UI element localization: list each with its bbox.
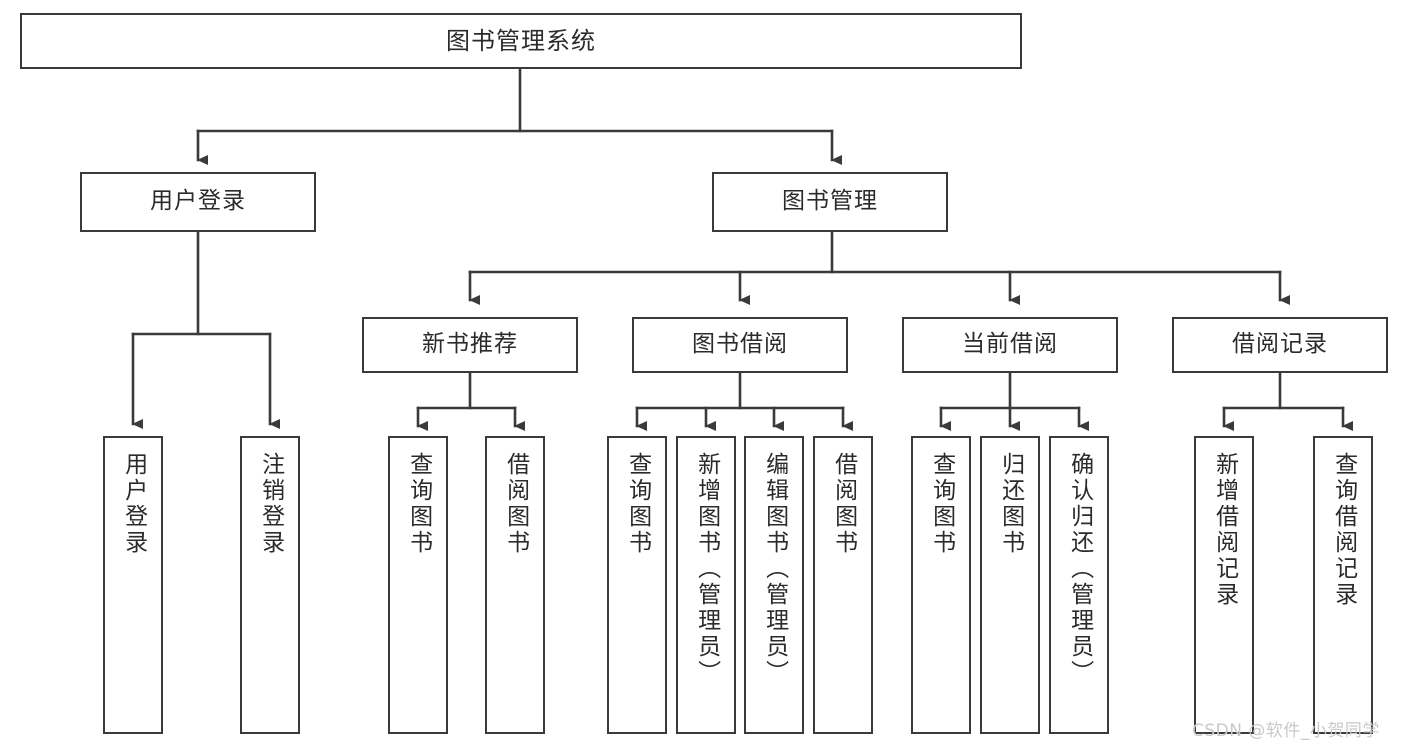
leaf-new-book-query-book-label: 查询图书 xyxy=(405,452,432,556)
node-borrow-record-label: 借阅记录 xyxy=(1232,331,1328,358)
leaf-current-borrow-query-book[interactable]: 查询图书 xyxy=(911,436,971,734)
leaf-book-borrow-borrow-book-label: 借阅图书 xyxy=(830,452,857,556)
leaf-borrow-record-add-record-label: 新增借阅记录 xyxy=(1211,452,1238,608)
csdn-watermark: CSDN @软件_小贺同学 xyxy=(1192,721,1380,741)
leaf-new-book-borrow-book[interactable]: 借阅图书 xyxy=(485,436,545,734)
leaf-new-book-borrow-book-label: 借阅图书 xyxy=(502,452,529,556)
leaf-current-borrow-return-book[interactable]: 归还图书 xyxy=(980,436,1040,734)
node-book-borrow[interactable]: 图书借阅 xyxy=(632,317,848,373)
leaf-book-borrow-query-book[interactable]: 查询图书 xyxy=(607,436,667,734)
leaf-borrow-record-query-record-label: 查询借阅记录 xyxy=(1330,452,1357,608)
node-book-management-label: 图书管理 xyxy=(782,188,878,215)
leaf-book-borrow-add-book-label: 新增图书（管理员） xyxy=(693,452,720,686)
leaf-book-borrow-edit-book[interactable]: 编辑图书（管理员） xyxy=(744,436,804,734)
leaf-current-borrow-confirm-return[interactable]: 确认归还（管理员） xyxy=(1049,436,1109,734)
leaf-user-login-logout-label: 注销登录 xyxy=(257,452,284,556)
node-book-borrow-label: 图书借阅 xyxy=(692,331,788,358)
leaf-new-book-query-book[interactable]: 查询图书 xyxy=(388,436,448,734)
node-new-book-recommendation[interactable]: 新书推荐 xyxy=(362,317,578,373)
node-root-book-management-system[interactable]: 图书管理系统 xyxy=(20,13,1022,69)
leaf-user-login-logout[interactable]: 注销登录 xyxy=(240,436,300,734)
leaf-current-borrow-confirm-return-label: 确认归还（管理员） xyxy=(1066,452,1093,686)
node-current-borrow[interactable]: 当前借阅 xyxy=(902,317,1118,373)
leaf-current-borrow-return-book-label: 归还图书 xyxy=(997,452,1024,556)
node-user-login-label: 用户登录 xyxy=(150,188,246,215)
leaf-book-borrow-borrow-book[interactable]: 借阅图书 xyxy=(813,436,873,734)
node-current-borrow-label: 当前借阅 xyxy=(962,331,1058,358)
node-user-login[interactable]: 用户登录 xyxy=(80,172,316,232)
leaf-user-login-login-label: 用户登录 xyxy=(120,452,147,556)
leaf-borrow-record-add-record[interactable]: 新增借阅记录 xyxy=(1194,436,1254,734)
node-new-book-recommendation-label: 新书推荐 xyxy=(422,331,518,358)
leaf-book-borrow-add-book[interactable]: 新增图书（管理员） xyxy=(676,436,736,734)
node-root-label: 图书管理系统 xyxy=(446,26,596,55)
leaf-user-login-login[interactable]: 用户登录 xyxy=(103,436,163,734)
leaf-book-borrow-edit-book-label: 编辑图书（管理员） xyxy=(761,452,788,686)
leaf-borrow-record-query-record[interactable]: 查询借阅记录 xyxy=(1313,436,1373,734)
node-book-management[interactable]: 图书管理 xyxy=(712,172,948,232)
leaf-current-borrow-query-book-label: 查询图书 xyxy=(928,452,955,556)
leaf-book-borrow-query-book-label: 查询图书 xyxy=(624,452,651,556)
node-borrow-record[interactable]: 借阅记录 xyxy=(1172,317,1388,373)
